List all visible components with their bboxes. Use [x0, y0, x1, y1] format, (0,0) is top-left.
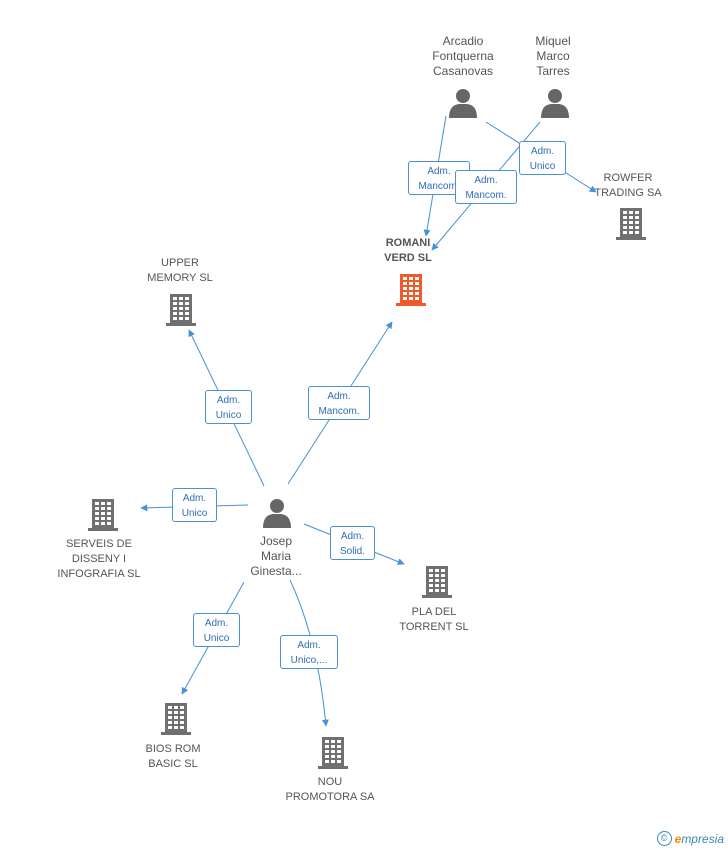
edge-label-josep-upper[interactable]: Adm. Unico	[205, 390, 252, 424]
node-label-miquel[interactable]: Miquel Marco Tarres	[535, 34, 571, 78]
building-icon[interactable]	[161, 703, 191, 740]
building-icon[interactable]	[422, 566, 452, 603]
node-label-pla[interactable]: PLA DEL TORRENT SL	[399, 606, 469, 633]
edge-label-josep-pla[interactable]: Adm. Solid.	[330, 526, 375, 560]
node-label-arcadio[interactable]: Arcadio Fontquerna Casanovas	[432, 34, 494, 78]
node-label-upper[interactable]: UPPER MEMORY SL	[147, 257, 213, 284]
person-icon[interactable]	[263, 499, 291, 528]
edge-label-arcadio-rowfer[interactable]: Adm. Unico	[519, 141, 566, 175]
edge-label-josep-bios[interactable]: Adm. Unico	[193, 613, 240, 647]
brand-logo: empresia	[674, 831, 724, 846]
node-label-bios[interactable]: BIOS ROM BASIC SL	[145, 743, 201, 770]
copyright-icon: ©	[656, 831, 672, 846]
node-label-serveis[interactable]: SERVEIS DE DISSENY I INFOGRAFIA SL	[57, 538, 141, 580]
building-icon[interactable]	[88, 499, 118, 536]
building-icon-highlight[interactable]	[396, 274, 426, 311]
building-icon[interactable]	[318, 737, 348, 774]
building-icon[interactable]	[616, 208, 646, 245]
person-icon[interactable]	[541, 89, 569, 118]
node-label-rowfer[interactable]: ROWFER TRADING SA	[594, 172, 662, 199]
building-icon[interactable]	[166, 294, 196, 331]
node-label-josep[interactable]: Josep Maria Ginesta...	[250, 534, 302, 578]
edge-label-josep-serveis[interactable]: Adm. Unico	[172, 488, 217, 522]
node-label-nou[interactable]: NOU PROMOTORA SA	[285, 776, 375, 803]
edge-label-josep-romani[interactable]: Adm. Mancom.	[308, 386, 370, 420]
footer-brand: © empresia	[656, 831, 724, 846]
node-label-romani[interactable]: ROMANI VERD SL	[384, 237, 432, 264]
edge-label-josep-nou[interactable]: Adm. Unico,...	[280, 635, 338, 669]
edge-label-miquel-romani[interactable]: Adm. Mancom.	[455, 170, 517, 204]
person-icon[interactable]	[449, 89, 477, 118]
